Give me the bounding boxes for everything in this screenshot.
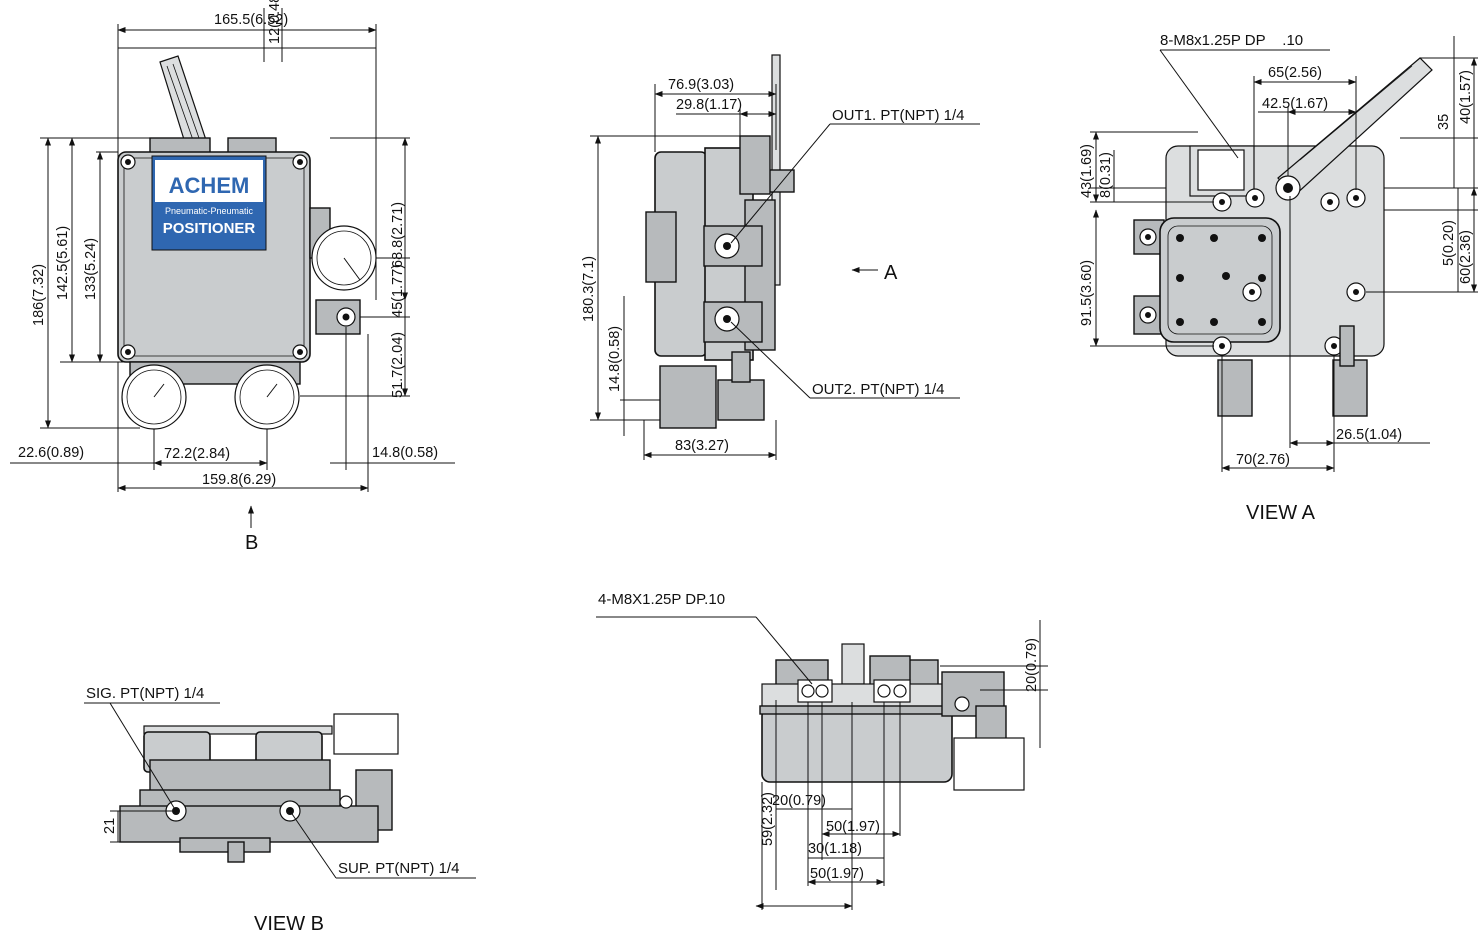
dim-front-height-186: 186(7.32) — [31, 264, 47, 326]
dim-front-bottom-width: 159.8(6.29) — [202, 472, 276, 488]
dim-view-a-70: 70(2.76) — [1236, 452, 1290, 468]
view-a: 8-M8x1.25P DP .10 65(2.56) 42.5(1.67) 35… — [1079, 32, 1478, 524]
out1-port — [703, 225, 763, 267]
view-b: SIG. PT(NPT) 1/4 SUP. PT(NPT) 1/4 21 VIE… — [84, 685, 476, 933]
dim-view-a-65: 65(2.56) — [1268, 65, 1322, 81]
view-b-sig-label: SIG. PT(NPT) 1/4 — [86, 685, 204, 702]
view-b-sup-label: SUP. PT(NPT) 1/4 — [338, 860, 459, 877]
arrow-label-b: B — [245, 532, 258, 554]
out2-port — [703, 301, 763, 343]
dim-front-top-width: 165.5(6.52) — [214, 12, 288, 28]
bottom-dimensions: 20(0.79) 59(2.32) 20(0.79) 50(1.97) 30(1… — [755, 620, 1048, 910]
dim-bottom-20-right: 20(0.79) — [1024, 638, 1040, 692]
bottom-port-pair-right — [873, 679, 911, 703]
dim-view-a-43: 43(1.69) — [1079, 144, 1095, 198]
product-name: POSITIONER — [163, 220, 256, 237]
dim-front-right-45: 45(1.77) — [390, 264, 406, 318]
side-dimensions: 76.9(3.03) 29.8(1.17) 180.3(7.1) 14.8(0.… — [581, 77, 777, 460]
dim-front-right-offset: 14.8(0.58) — [372, 445, 438, 461]
view-a-title: VIEW A — [1246, 502, 1316, 524]
out1-label: OUT1. PT(NPT) 1/4 — [832, 107, 965, 124]
dim-view-a-35: 35 — [1436, 114, 1452, 130]
dim-front-left-offset: 22.6(0.89) — [18, 445, 84, 461]
bottom-thread-label: 4-M8X1.25P DP.10 — [598, 591, 725, 608]
dim-side-height: 180.3(7.1) — [581, 256, 597, 322]
dim-side-bottom-width: 83(3.27) — [675, 438, 729, 454]
dim-view-a-26: 26.5(1.04) — [1336, 427, 1402, 443]
product-subtitle: Pneumatic-Pneumatic — [165, 206, 254, 216]
bottom-view: 4-M8X1.25P DP.10 20(0.79) 59(2.32) 20(0.… — [596, 591, 1048, 910]
dim-bottom-20: 20(0.79) — [772, 793, 826, 809]
dim-bottom-30: 30(1.18) — [808, 841, 862, 857]
dim-view-a-5: 5(0.20) — [1441, 220, 1457, 266]
dim-side-small-height: 14.8(0.58) — [607, 326, 623, 392]
front-left-gauge — [121, 364, 187, 430]
bottom-view-body — [761, 707, 953, 783]
view-b-title: VIEW B — [254, 913, 324, 933]
dim-view-a-42: 42.5(1.67) — [1262, 96, 1328, 112]
arrow-label-a: A — [884, 262, 898, 284]
front-right-gauge — [309, 207, 377, 291]
front-view: ACHEM Pneumatic-Pneumatic POSITIONER 165… — [10, 0, 455, 554]
side-view: 76.9(3.03) 29.8(1.17) 180.3(7.1) 14.8(0.… — [581, 54, 980, 460]
front-dimensions: 165.5(6.52) 12(0.48) 186(7.32) 142.5(5.6… — [10, 0, 455, 492]
dim-view-a-8: 8(0.31) — [1098, 152, 1114, 198]
dim-view-a-60: 60(2.36) — [1458, 230, 1474, 284]
bottom-port-pair-left — [797, 679, 833, 703]
front-center-gauge — [234, 364, 300, 430]
dim-front-height-142: 142.5(5.61) — [55, 226, 71, 300]
dim-front-right-51: 51.7(2.04) — [390, 332, 406, 398]
product-label-plate: ACHEM Pneumatic-Pneumatic POSITIONER — [151, 155, 267, 251]
dim-side-top-76: 76.9(3.03) — [668, 77, 734, 93]
view-a-dimensions: 8-M8x1.25P DP .10 65(2.56) 42.5(1.67) 35… — [1079, 32, 1478, 472]
dim-front-gauge-spacing: 72.2(2.84) — [164, 446, 230, 462]
dim-view-b-21: 21 — [102, 818, 118, 834]
view-a-thread-label: 8-M8x1.25P DP .10 — [1160, 32, 1303, 49]
dim-side-top-29: 29.8(1.17) — [676, 97, 742, 113]
dim-view-a-91: 91.5(3.60) — [1079, 260, 1095, 326]
dim-front-top-small: 12(0.48) — [267, 0, 283, 44]
dim-bottom-50a: 50(1.97) — [826, 819, 880, 835]
dim-view-a-40: 40(1.57) — [1458, 70, 1474, 124]
dim-front-height-133: 133(5.24) — [83, 238, 99, 300]
out2-label: OUT2. PT(NPT) 1/4 — [812, 381, 945, 398]
dim-bottom-59: 59(2.32) — [760, 792, 776, 846]
dim-bottom-50b: 50(1.97) — [810, 866, 864, 882]
brand-logo: ACHEM — [169, 173, 250, 198]
dim-front-right-68: 68.8(2.71) — [390, 202, 406, 268]
front-feedback-lever — [159, 55, 207, 147]
